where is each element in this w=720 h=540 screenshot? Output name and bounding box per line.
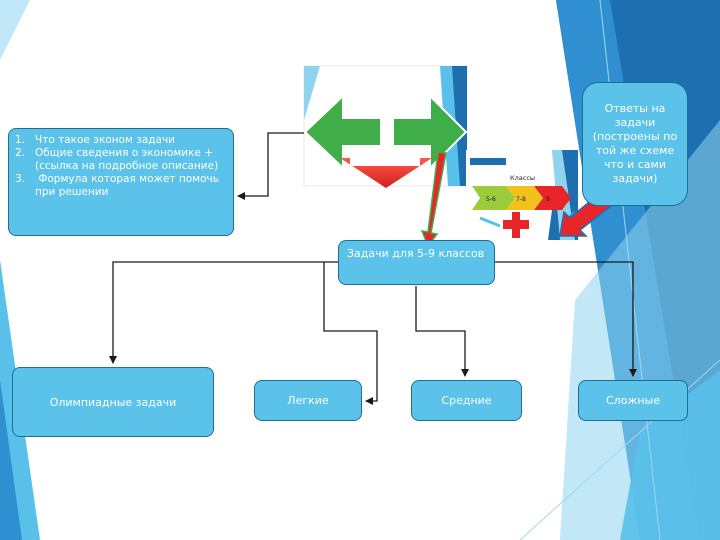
- connectors: [109, 132, 637, 405]
- olympiad-label: Олимпиадные задачи: [49, 395, 177, 409]
- medium-label: Средние: [441, 394, 492, 407]
- info-item-2: 2. Общие сведения о экономике + (ссылка …: [15, 147, 227, 173]
- classes-tag: [470, 158, 506, 165]
- chevron-red: [534, 186, 571, 210]
- chevron-label-2: 7-8: [516, 196, 526, 203]
- info-item-3-num: 3.: [15, 173, 26, 185]
- connector-to-hard: [495, 261, 637, 377]
- deco-top-left: [0, 0, 30, 60]
- chevron-label-1: 5-6: [486, 196, 496, 203]
- connector-to-easy: [323, 262, 378, 405]
- info-list: 1. Что такое эконом задачи 2. Общие свед…: [15, 134, 227, 199]
- classes-header: Классы: [510, 174, 535, 182]
- main-tasks-text: Задачи для 5-9 классов: [347, 247, 485, 260]
- thumbnail-deco-left: [304, 66, 320, 120]
- info-item-3: 3. Формула которая может помочь при реше…: [15, 173, 227, 199]
- easy-box: Легкие: [254, 380, 362, 421]
- easy-label: Легкие: [287, 394, 329, 407]
- info-item-2-num: 2.: [15, 147, 26, 159]
- main-tasks-box: Задачи для 5-9 классов: [338, 240, 495, 285]
- info-item-1-num: 1.: [15, 134, 26, 146]
- chevron-yellow: [506, 186, 543, 210]
- chevron-green: [472, 186, 515, 210]
- deco-left-dark: [0, 380, 22, 540]
- connector-to-medium: [415, 286, 469, 377]
- medium-box: Средние: [411, 380, 522, 421]
- info-item-1-text: Что такое эконом задачи: [35, 134, 176, 146]
- down-arrow-icon: [340, 158, 432, 188]
- hard-label: Сложные: [606, 394, 660, 407]
- info-item-3-text: Формула которая может помочь при решении: [35, 173, 223, 198]
- deco-bottom-right: [620, 370, 720, 540]
- info-item-1: 1. Что такое эконом задачи: [15, 134, 227, 147]
- answers-text: Ответы на задачи (построены по той же сх…: [592, 102, 678, 185]
- info-item-2-text: Общие сведения о экономике + (ссылка на …: [35, 147, 219, 172]
- connector-to-info: [237, 132, 304, 200]
- info-box: 1. Что такое эконом задачи 2. Общие свед…: [8, 128, 234, 236]
- double-arrow-icon: [303, 93, 468, 171]
- connector-to-olympiad: [109, 261, 338, 364]
- answers-box: Ответы на задачи (построены по той же сх…: [582, 82, 688, 206]
- chevron-label-3: 9: [546, 196, 550, 203]
- hard-box: Сложные: [578, 380, 688, 421]
- olympiad-box: Олимпиадные задачи: [12, 367, 214, 437]
- mini-pointer: [479, 216, 501, 228]
- cross-icon: [503, 212, 529, 238]
